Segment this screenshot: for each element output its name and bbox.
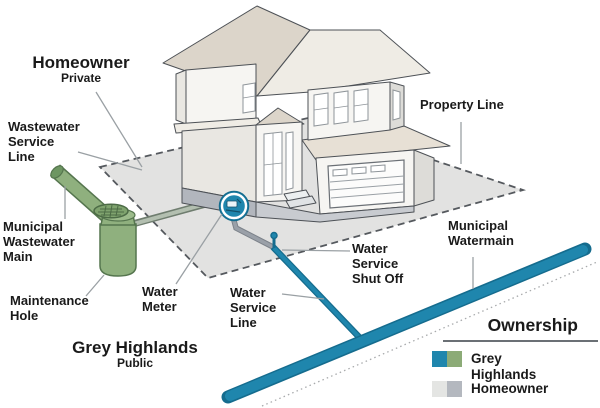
label-maintenance-hole: Maintenance Hole bbox=[10, 293, 89, 323]
house bbox=[162, 5, 451, 223]
leader-lines bbox=[64, 91, 474, 300]
legend-title: Ownership bbox=[487, 315, 578, 335]
municipal-watermain-pipe bbox=[221, 242, 592, 404]
homeowner-subtitle: Private bbox=[60, 71, 102, 85]
label-wastewater-service-line: Wastewater Service Line bbox=[8, 119, 80, 164]
maintenance-hole bbox=[93, 203, 137, 277]
grey-highlands-subtitle: Public bbox=[116, 356, 153, 370]
swatch-light-grey-icon bbox=[432, 381, 447, 397]
homeowner-title: Homeowner bbox=[32, 53, 130, 72]
label-water-service-shut-off: Water Service Shut Off bbox=[352, 241, 404, 286]
label-homeowner: Homeowner Private bbox=[28, 53, 134, 85]
swatch-green-icon bbox=[447, 351, 462, 367]
grey-highlands-title: Grey Highlands bbox=[72, 338, 198, 357]
label-water-meter: Water Meter bbox=[142, 284, 178, 314]
swatch-teal-icon bbox=[432, 351, 447, 367]
legend-divider bbox=[443, 340, 598, 342]
roof-right-plane bbox=[256, 29, 431, 97]
water-meter-icon bbox=[218, 190, 250, 222]
left-wall bbox=[175, 69, 187, 125]
foundation-front bbox=[255, 201, 415, 223]
label-water-service-line: Water Service Line bbox=[230, 285, 277, 330]
legend-label-homeowner: Homeowner bbox=[471, 381, 549, 396]
swatch-grey-icon bbox=[447, 381, 462, 397]
label-grey-highlands: Grey Highlands Public bbox=[67, 338, 203, 370]
label-municipal-watermain: Municipal Watermain bbox=[448, 218, 514, 248]
label-municipal-wastewater-main: Municipal Wastewater Main bbox=[3, 219, 75, 264]
water-service-line-pipe bbox=[270, 244, 363, 341]
water-service-shut-off-valve bbox=[270, 231, 278, 248]
garage-side bbox=[413, 149, 435, 207]
label-property-line: Property Line bbox=[420, 97, 504, 112]
legend-label-grey-highlands: Grey Highlands bbox=[471, 351, 537, 382]
